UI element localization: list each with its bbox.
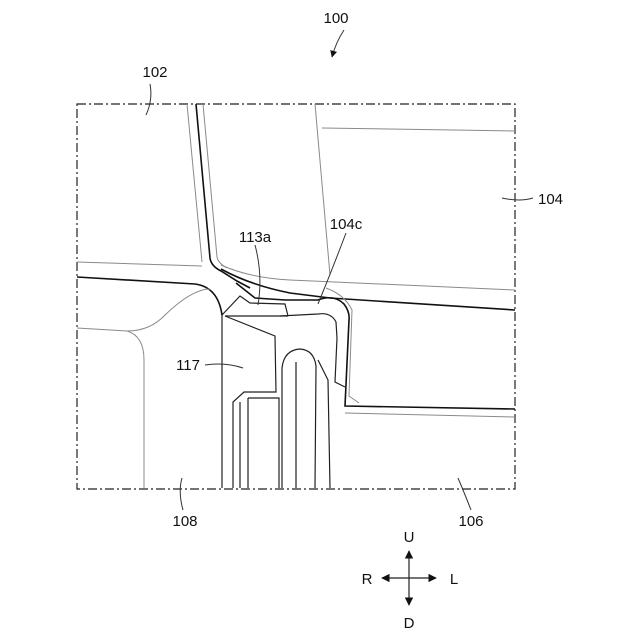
component-104-outline: [221, 104, 515, 310]
label-100: 100: [323, 10, 348, 27]
component-102-outline: [77, 104, 250, 288]
label-117: 117: [176, 357, 200, 374]
component-117-outline: [225, 316, 330, 488]
direction-up-label: U: [404, 529, 415, 546]
leader-106: [458, 478, 471, 510]
label-106: 106: [458, 513, 483, 530]
leader-104c: [318, 233, 346, 304]
leader-113a: [255, 245, 260, 305]
direction-down-label: D: [404, 615, 415, 632]
leader-100: [332, 30, 344, 57]
label-102: 102: [142, 64, 167, 81]
component-104c-outline: [236, 283, 515, 409]
component-108-outline: [77, 277, 222, 488]
leader-108: [180, 478, 183, 510]
label-108: 108: [172, 513, 197, 530]
direction-left-label: L: [450, 571, 458, 588]
leader-117: [205, 364, 243, 368]
direction-right-label: R: [362, 571, 373, 588]
label-104c: 104c: [330, 216, 363, 233]
label-113a: 113a: [239, 229, 272, 246]
direction-indicator: U D R L: [362, 529, 459, 632]
leader-102: [146, 84, 151, 115]
component-106-outline: [345, 413, 515, 417]
leader-104: [502, 198, 533, 200]
label-104: 104: [538, 191, 563, 208]
